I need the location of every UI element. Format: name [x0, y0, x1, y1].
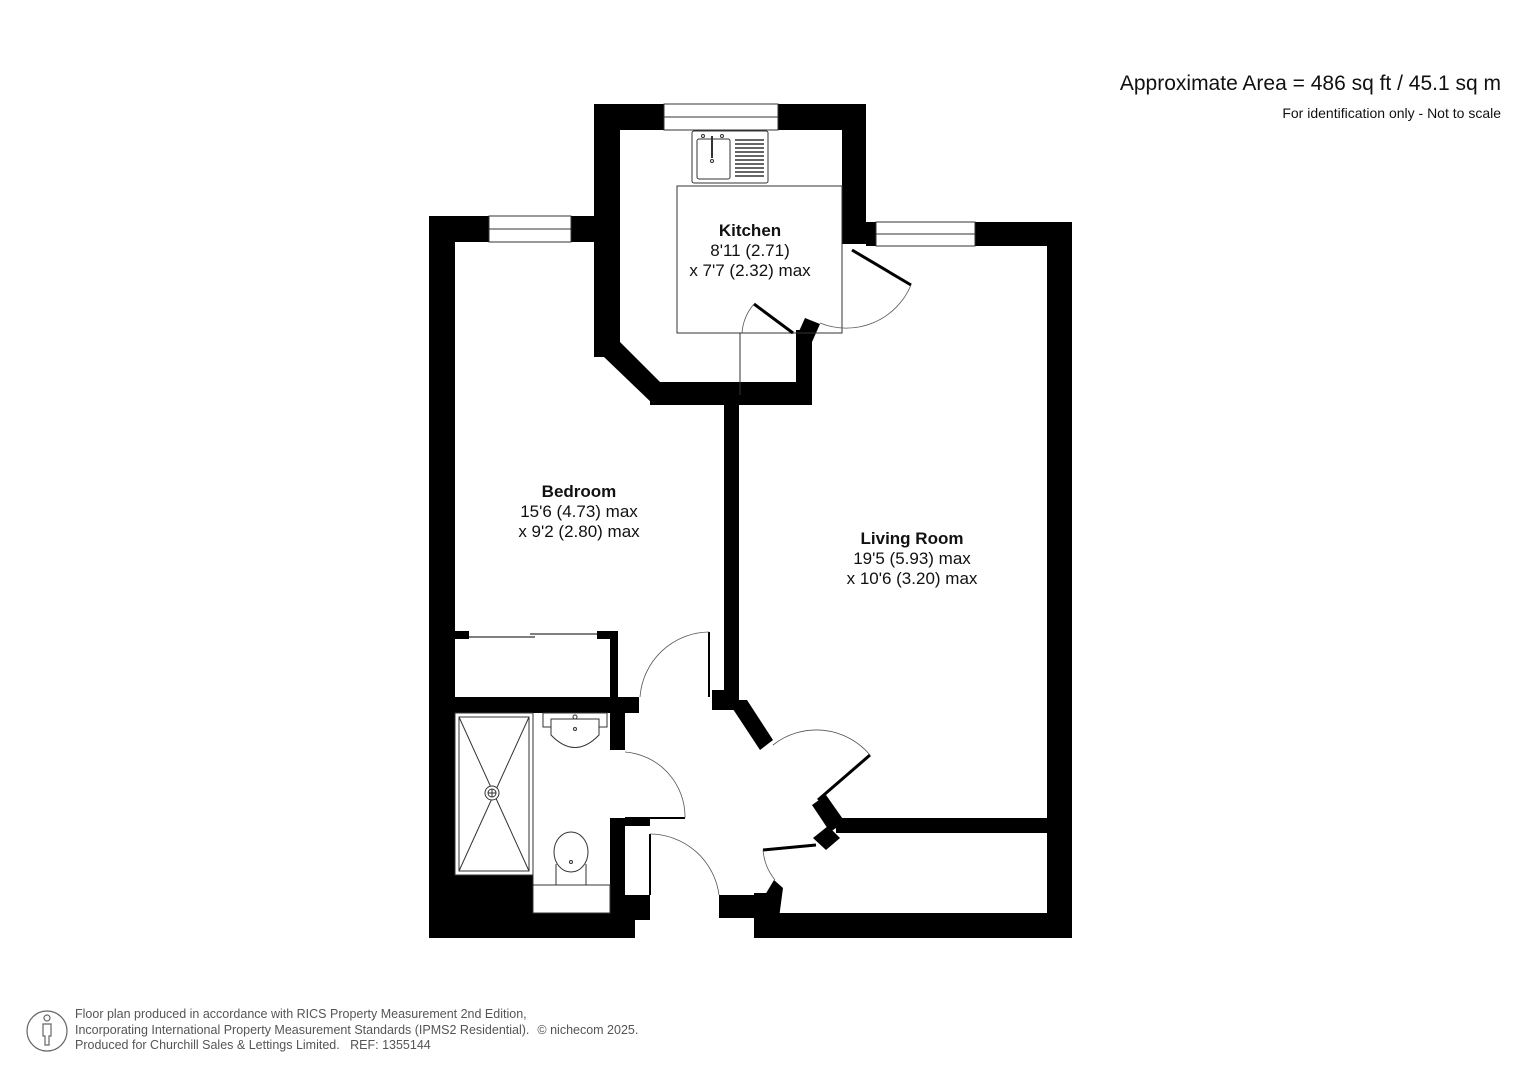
footer-notes: Floor plan produced in accordance with R…	[75, 1007, 638, 1054]
copyright: © nichecom 2025.	[537, 1022, 639, 1037]
footer-line-1: Floor plan produced in accordance with R…	[75, 1007, 527, 1021]
footer-line-2: Incorporating International Property Mea…	[75, 1022, 530, 1037]
approximate-area: Approximate Area = 486 sq ft / 45.1 sq m	[1119, 72, 1501, 95]
room-name: Living Room	[860, 529, 964, 548]
room-bedroom: Bedroom 15'6 (4.73) max x 9'2 (2.80) max	[518, 482, 639, 542]
room-dimension: x 9'2 (2.80) max	[518, 522, 640, 541]
room-dimension: x 10'6 (3.20) max	[846, 569, 978, 588]
room-dimension: 15'6 (4.73) max	[520, 502, 638, 521]
person-icon	[26, 1010, 68, 1052]
doors	[469, 248, 912, 896]
room-dimension: x 7'7 (2.32) max	[689, 261, 811, 280]
room-living-room: Living Room 19'5 (5.93) max x 10'6 (3.20…	[847, 529, 978, 589]
disclaimer: For identification only - Not to scale	[1282, 105, 1501, 121]
room-name: Bedroom	[541, 482, 617, 501]
kitchen-fittings	[676, 130, 843, 395]
room-kitchen: Kitchen 8'11 (2.71) x 7'7 (2.32) max	[689, 221, 810, 281]
walls	[429, 104, 1072, 938]
room-dimension: 19'5 (5.93) max	[853, 549, 971, 568]
bathroom-fittings	[454, 712, 611, 914]
room-name: Kitchen	[718, 221, 782, 240]
windows	[488, 103, 976, 247]
room-dimension: 8'11 (2.71)	[710, 241, 790, 260]
footer-line-3: Produced for Churchill Sales & Lettings …	[75, 1038, 431, 1052]
